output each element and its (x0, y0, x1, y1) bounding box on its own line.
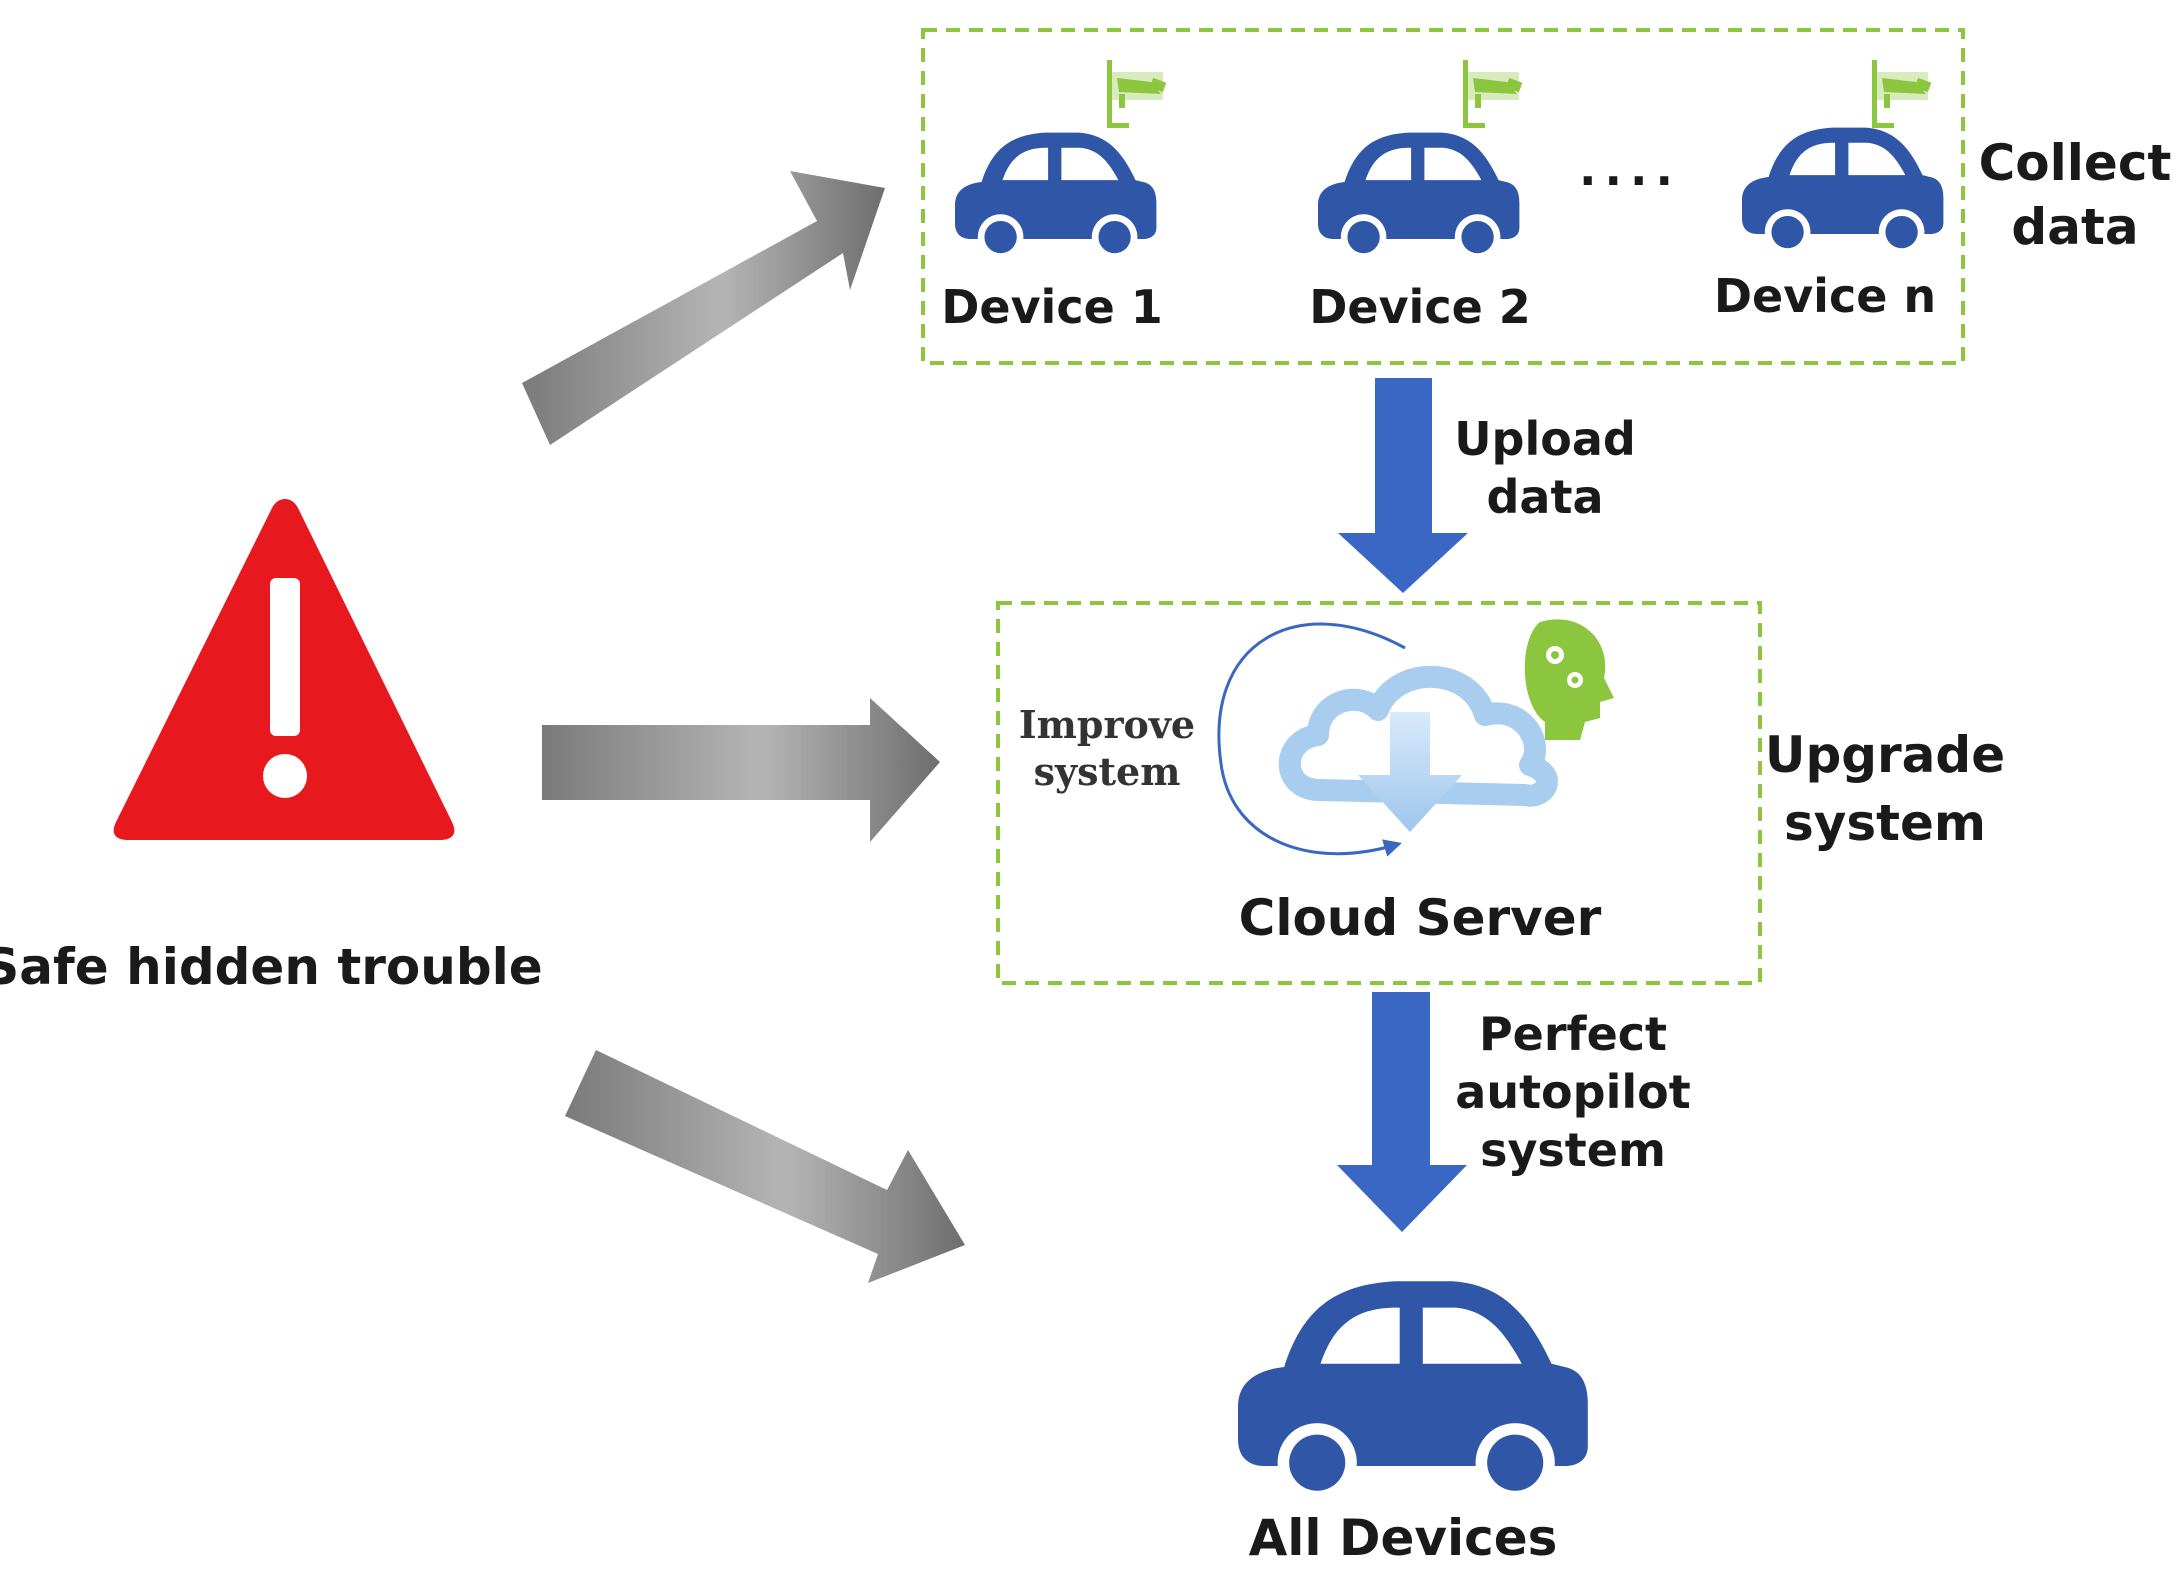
perfect-label-line3: system (1480, 1123, 1666, 1177)
camera-flag-icon (1872, 60, 1932, 128)
car-icon (1742, 127, 1944, 255)
car-icon (1318, 132, 1520, 260)
gray-arrow-up-right (522, 171, 885, 445)
perfect-label-line2: autopilot (1455, 1065, 1690, 1119)
device-2-label: Device 2 (1309, 280, 1531, 334)
upload-label-line1: Upload (1454, 412, 1636, 466)
deploy-arrow (1337, 992, 1467, 1232)
ai-head-icon (1524, 619, 1614, 740)
circular-arrow-icon (1217, 622, 1406, 857)
gray-arrow-down-right (565, 1050, 965, 1283)
collect-label-line1: Collect (1979, 134, 2172, 192)
device-n: Device n (1714, 60, 1944, 323)
improve-label-line2: system (1034, 749, 1181, 794)
device-ellipsis: .... (1579, 142, 1681, 196)
car-icon (1238, 1281, 1588, 1503)
camera-flag-icon (1463, 60, 1523, 128)
hazard-label: Safe hidden trouble (0, 938, 543, 996)
device-n-label: Device n (1714, 269, 1936, 323)
upload-label-line2: data (1487, 470, 1604, 524)
collect-label-line2: data (2011, 198, 2138, 256)
upgrade-label-line1: Upgrade (1765, 726, 2005, 784)
upload-arrow (1338, 378, 1468, 593)
upgrade-label-line2: system (1784, 794, 1986, 852)
warning-triangle-icon (113, 499, 455, 840)
device-1: Device 1 (941, 60, 1167, 334)
all-devices-label: All Devices (1249, 1509, 1558, 1567)
cloud-download-icon (1278, 665, 1558, 832)
device-2: Device 2 (1309, 60, 1531, 334)
perfect-label-line1: Perfect (1479, 1007, 1667, 1061)
improve-label-line1: Improve (1019, 702, 1195, 747)
cloud-server-label: Cloud Server (1239, 889, 1602, 947)
camera-flag-icon (1107, 60, 1167, 128)
collect-data-box (921, 28, 1965, 365)
device-1-label: Device 1 (941, 280, 1163, 334)
car-icon (955, 132, 1157, 260)
gray-arrow-right (542, 698, 940, 842)
cloud-server-box (996, 601, 1762, 985)
